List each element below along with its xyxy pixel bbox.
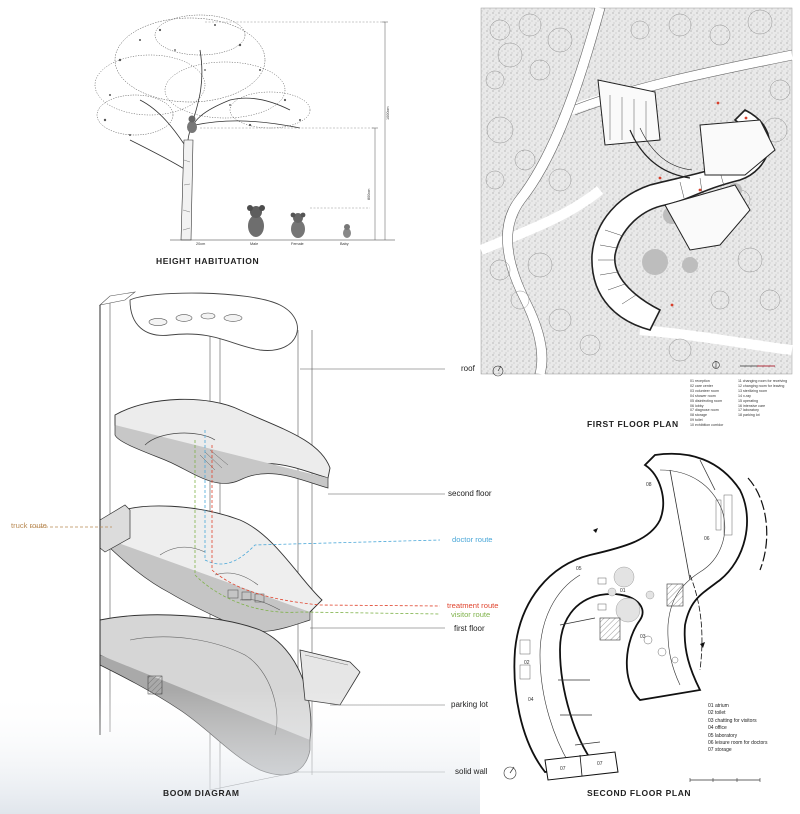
legend-item: 05 laboratory [708,732,738,739]
doctor-route-line [204,430,441,565]
layer-label-parking-lot: parking lot [451,700,488,709]
legend-item: 08 storage [690,413,707,418]
second-floor-plan-title: SECOND FLOOR PLAN [587,788,692,798]
height-dimension-1000: 1000cm [386,106,390,120]
legend-item: 13 sterilizing room [738,388,768,393]
room-number-08: 08 [646,482,652,488]
legend-item: 01 reception [690,379,710,383]
koala-female-icon [290,212,306,238]
tree-base-label: 20cm [196,242,206,246]
second-floor-plan-drawing [513,452,768,782]
legend-item: 16 intensive care [738,403,766,408]
layer-label-second-floor: second floor [448,489,492,498]
first-floor-legend-col-2: 11 changing room for receiving 12 changi… [738,379,787,418]
truck-route-label: truck route [11,521,47,530]
legend-item: 17 laboratory [738,408,759,413]
koala-male-icon [247,205,265,237]
legend-item: 03 chatting for visitors [708,717,757,724]
height-dimension-800: 800cm [367,188,371,200]
legend-item: 02 care center [690,383,713,388]
room-number-05: 05 [576,566,582,572]
north-arrow-icon [492,365,504,377]
first-floor-plan-title: FIRST FLOOR PLAN [587,419,679,429]
koala-baby-label: Baby [340,242,349,246]
legend-item: 07 storage [708,747,732,754]
room-number-01: 01 [620,588,626,594]
legend-item: 06 leisure room for doctors [708,740,768,747]
layer-label-first-floor: first floor [454,624,485,633]
legend-item: 18 parking lot [738,413,760,418]
koala-baby-icon [343,224,351,238]
legend-item: 05 disinfecting room [690,398,723,403]
room-number-07b: 07 [597,761,603,767]
room-number-02: 02 [524,660,530,666]
koala-female-label: Female [291,242,304,246]
legend-item: 03 volunteer room [690,388,719,393]
legend-item: 12 changing room for leaving [738,383,785,388]
treatment-route-label: treatment route [447,601,499,610]
doctor-route-label: doctor route [452,535,493,544]
legend-item: 01 atrium [708,703,729,709]
layer-label-solid-wall: solid wall [455,767,488,776]
room-number-06: 06 [704,536,710,542]
legend-item: 14 x-ray [738,393,751,398]
room-number-04: 04 [528,697,534,703]
legend-item: 10 exhibition corridor [690,423,724,428]
room-number-07a: 07 [560,766,566,772]
legend-item: 02 toilet [708,710,726,717]
boom-diagram-drawing [0,291,517,814]
layer-label-roof: roof [461,364,475,373]
legend-item: 15 operating [738,398,758,403]
boom-diagram-title: BOOM DIAGRAM [163,788,240,798]
legend-item: 04 office [708,725,727,732]
legend-item: 09 toilet [690,418,703,423]
height-habituation-drawing [94,14,395,241]
north-arrow-icon-2 [503,766,517,780]
height-habituation-title: HEIGHT HABITUATION [156,256,260,266]
visitor-route-label: visitor route [451,610,491,619]
legend-item: 06 lobby [690,403,704,408]
legend-item: 11 changing room for receiving [738,379,788,383]
koala-male-label: Male [250,242,259,246]
first-floor-legend-col-1: 01 reception 02 care center 03 volunteer… [690,379,723,428]
legend-item: 07 diagnose room [690,408,719,413]
room-number-03: 03 [640,634,646,640]
second-floor-legend: 01 atrium 02 toilet 03 chatting for visi… [708,703,767,755]
legend-item: 04 shower room [690,393,716,398]
first-floor-plan-drawing [479,6,794,376]
visitor-route-line [194,440,441,615]
